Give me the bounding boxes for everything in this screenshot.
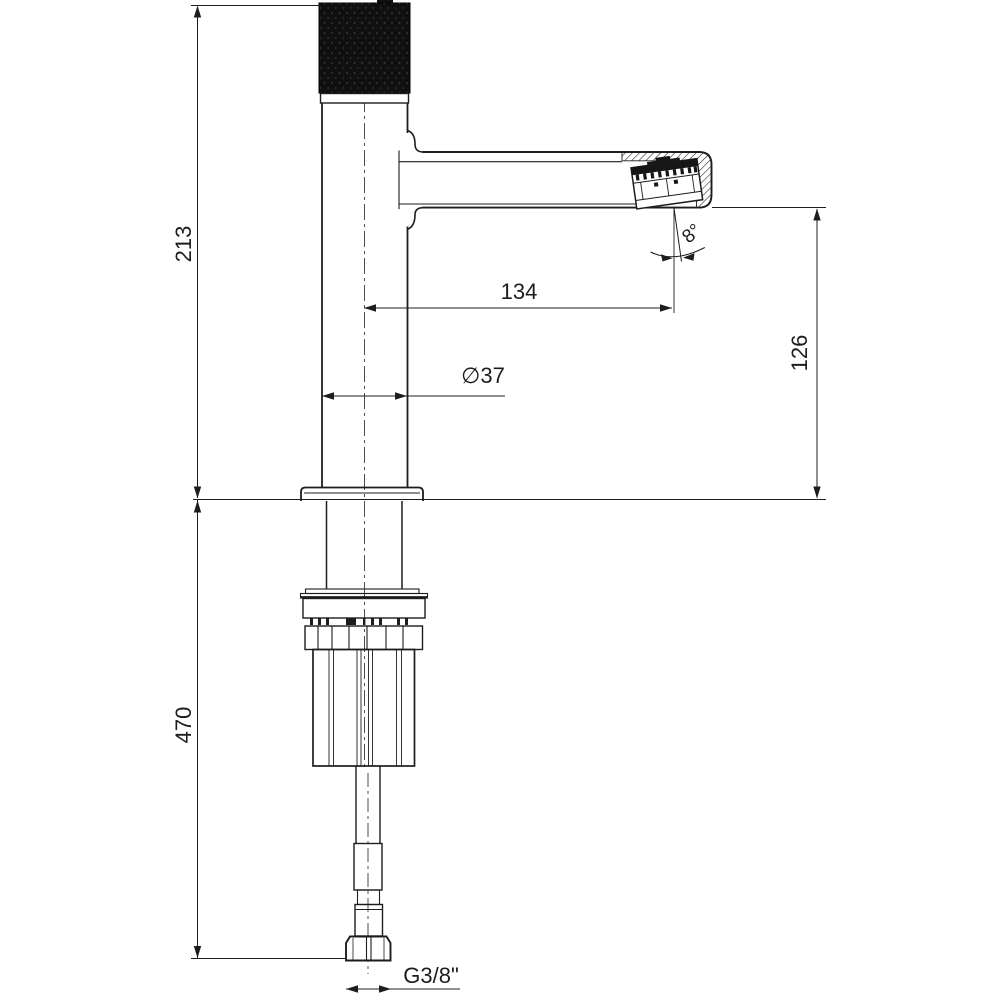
centerline bbox=[364, 96, 675, 974]
label-spout-reach: 134 bbox=[500, 279, 538, 304]
faucet-handle bbox=[318, 0, 411, 104]
section-hatch bbox=[621, 151, 712, 209]
dimension-thread-g38 bbox=[346, 985, 460, 993]
handle-top-tab bbox=[377, 0, 393, 4]
label-connection-thread: G3/8" bbox=[403, 963, 459, 988]
fixing-cylinder bbox=[312, 648, 416, 767]
dimension-diameter-37 bbox=[322, 392, 505, 400]
hose-nut bbox=[345, 935, 392, 962]
label-outlet-height: 126 bbox=[787, 334, 812, 372]
dimension-angle-8 bbox=[650, 207, 706, 262]
lock-teeth bbox=[310, 618, 408, 625]
label-body-diameter: ∅37 bbox=[461, 363, 505, 388]
mounting-hardware bbox=[299, 501, 429, 767]
aerator-section bbox=[621, 151, 712, 210]
dimension-470 bbox=[191, 500, 345, 959]
faucet-body-column bbox=[321, 103, 423, 488]
handle-skirt bbox=[319, 92, 410, 104]
aerator-cartridge bbox=[630, 155, 704, 210]
label-below-deck-length: 470 bbox=[171, 706, 196, 744]
dimension-126 bbox=[712, 207, 826, 499]
dimension-213 bbox=[191, 5, 321, 499]
serrated-ring bbox=[304, 625, 424, 651]
dimension-134 bbox=[364, 304, 672, 312]
label-height-above-deck: 213 bbox=[171, 225, 196, 263]
mounting-flange bbox=[300, 486, 424, 501]
